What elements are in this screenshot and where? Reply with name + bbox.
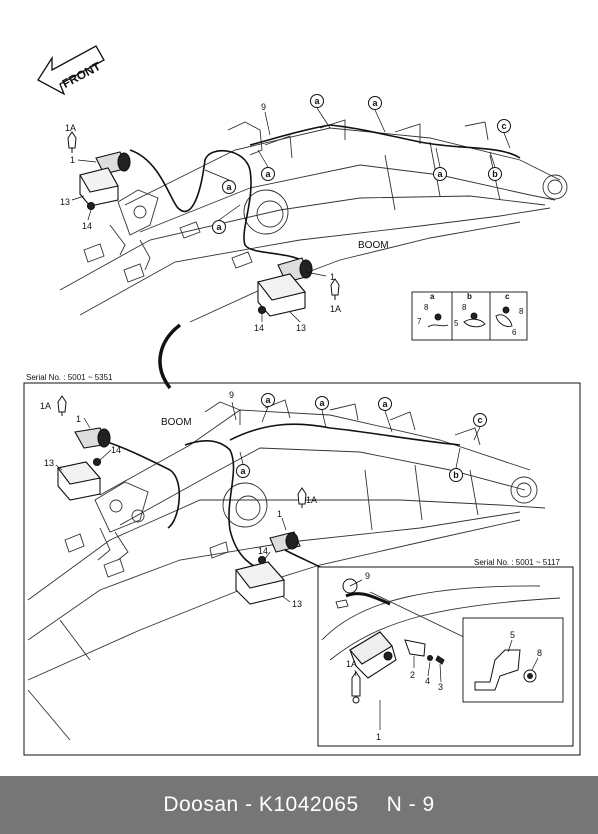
parts-diagram: FRONT xyxy=(23,45,581,756)
svg-text:a: a xyxy=(265,395,271,405)
top-circle-letters: a a a a a a b c xyxy=(216,96,506,232)
top-leaders xyxy=(71,107,511,323)
svg-text:a: a xyxy=(226,182,232,192)
bottom-work-lamp-left xyxy=(57,427,111,501)
svg-text:8: 8 xyxy=(537,648,542,658)
top-harness xyxy=(129,124,521,267)
svg-text:c: c xyxy=(477,415,482,425)
bottom-boom-label: BOOM xyxy=(161,417,192,428)
svg-text:1A: 1A xyxy=(346,659,357,669)
svg-text:1: 1 xyxy=(376,732,381,742)
svg-text:a: a xyxy=(265,169,271,179)
svg-text:4: 4 xyxy=(425,676,430,686)
svg-text:a: a xyxy=(382,399,388,409)
footer-bar: Doosan - K1042065 N - 9 xyxy=(0,776,598,834)
svg-text:14: 14 xyxy=(111,445,121,455)
svg-text:a: a xyxy=(430,292,435,301)
svg-text:1A: 1A xyxy=(65,123,76,133)
svg-text:8: 8 xyxy=(462,303,467,312)
svg-text:13: 13 xyxy=(44,458,54,468)
svg-text:2: 2 xyxy=(410,670,415,680)
front-arrow: FRONT xyxy=(37,45,105,96)
bottom-boom-assembly xyxy=(27,399,546,741)
top-work-lamp-left xyxy=(79,151,131,211)
svg-text:9: 9 xyxy=(365,571,370,581)
transition-arrow xyxy=(158,323,182,390)
bottom-serial-label: Serial No. : 5001 ~ 5351 xyxy=(26,373,113,382)
svg-text:b: b xyxy=(453,470,459,480)
svg-text:1: 1 xyxy=(76,414,81,424)
svg-text:c: c xyxy=(501,121,506,131)
svg-text:1A: 1A xyxy=(40,401,51,411)
svg-text:1: 1 xyxy=(277,509,282,519)
svg-text:c: c xyxy=(505,292,510,301)
top-circle-callouts xyxy=(212,94,511,234)
svg-text:8: 8 xyxy=(519,307,524,316)
top-work-lamp-right xyxy=(257,257,313,317)
footer-title: Doosan - K1042065 xyxy=(163,793,359,816)
bottom-circle-letters: a a a a b c xyxy=(240,395,482,480)
top-number-callouts: 9 1A 1 13 14 1 1A 14 13 xyxy=(60,102,341,333)
svg-text:1A: 1A xyxy=(306,495,317,505)
top-detail-box: a 8 7 b 8 5 c 8 6 xyxy=(411,291,528,341)
svg-text:1: 1 xyxy=(330,272,335,282)
svg-text:a: a xyxy=(240,466,246,476)
svg-text:6: 6 xyxy=(512,328,517,337)
svg-text:1: 1 xyxy=(70,155,75,165)
svg-text:9: 9 xyxy=(229,390,234,400)
bottom-frame xyxy=(23,382,581,756)
svg-text:9: 9 xyxy=(261,102,266,112)
svg-text:a: a xyxy=(216,222,222,232)
svg-text:b: b xyxy=(467,292,472,301)
footer-caption: Doosan - K1042065 N - 9 xyxy=(163,793,434,817)
svg-text:a: a xyxy=(319,398,325,408)
bottom-number-callouts: 9 1A 1 14 13 1A 1 14 13 xyxy=(40,390,317,609)
bottom-leaders xyxy=(55,401,481,603)
bottom-circle-callouts xyxy=(236,393,487,482)
svg-text:13: 13 xyxy=(292,599,302,609)
svg-text:3: 3 xyxy=(438,682,443,692)
bottom-work-lamp-right xyxy=(235,531,301,605)
footer-page-number: N - 9 xyxy=(386,793,435,816)
svg-text:5: 5 xyxy=(454,319,459,328)
svg-text:13: 13 xyxy=(60,197,70,207)
top-boom-label: BOOM xyxy=(358,240,389,251)
svg-text:b: b xyxy=(492,169,498,179)
bulb-icon xyxy=(57,395,307,508)
svg-text:5: 5 xyxy=(510,630,515,640)
svg-text:14: 14 xyxy=(82,221,92,231)
svg-text:14: 14 xyxy=(258,546,268,556)
svg-text:13: 13 xyxy=(296,323,306,333)
inset-serial-label: Serial No. : 5001 ~ 5117 xyxy=(474,558,560,567)
svg-text:a: a xyxy=(314,96,320,106)
svg-text:8: 8 xyxy=(424,303,429,312)
svg-text:14: 14 xyxy=(254,323,264,333)
bulb-icon xyxy=(67,131,340,300)
svg-text:7: 7 xyxy=(417,317,422,326)
bottom-inset: Serial No. : 5001 ~ 5117 xyxy=(317,558,574,747)
svg-text:a: a xyxy=(437,169,443,179)
svg-text:1A: 1A xyxy=(330,304,341,314)
svg-text:a: a xyxy=(372,98,378,108)
